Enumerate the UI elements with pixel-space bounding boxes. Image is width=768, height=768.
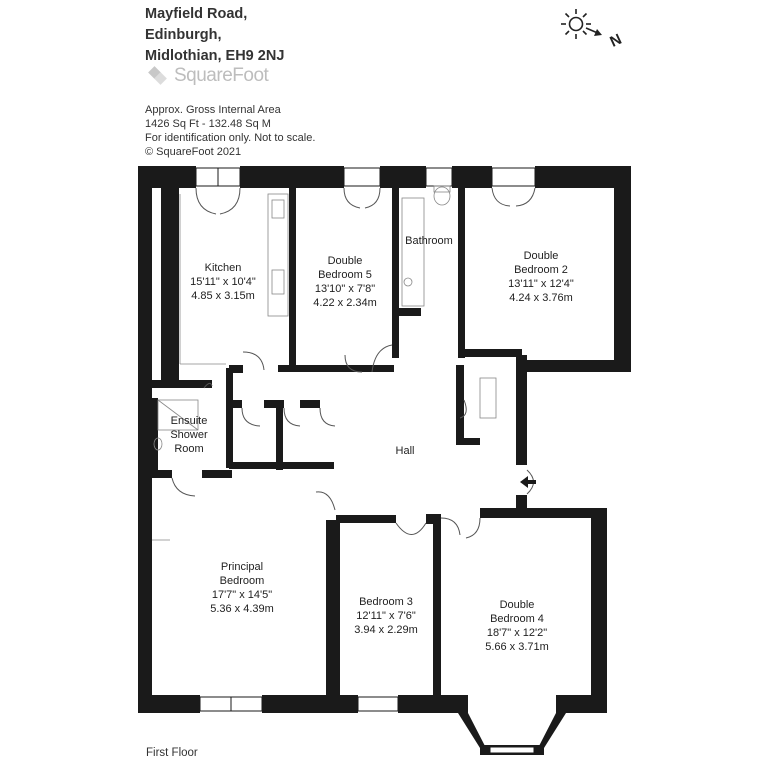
bedroom5-imperial: 13'10" x 7'8" [315,283,375,295]
fixtures [152,185,497,541]
address-line-1: Mayfield Road, [145,6,248,22]
bay-window [458,695,566,755]
compass: N [556,4,628,53]
bedroom4-metric: 5.66 x 3.71m [485,641,549,653]
floor-label: First Floor [146,747,198,759]
squarefoot-logo-icon [148,66,167,85]
kitchen-metric: 4.85 x 3.15m [191,290,255,302]
bedroom2-name-1: Double [524,250,559,262]
disclaimer: For identification only. Not to scale. [145,132,316,144]
principal-name-2: Bedroom [220,575,265,587]
area-info: Approx. Gross Internal Area 1426 Sq Ft -… [145,103,315,159]
area-value: 1426 Sq Ft - 132.48 Sq M [145,118,271,130]
bedroom4-name-1: Double [500,599,535,611]
address-line-2: Edinburgh, [145,27,222,43]
principal-name-1: Principal [221,561,263,573]
bedroom3-name: Bedroom 3 [359,596,413,608]
kitchen-imperial: 15'11" x 10'4" [190,276,256,288]
area-label: Approx. Gross Internal Area [145,104,281,116]
bedroom5-name-2: Bedroom 5 [318,269,372,281]
bedroom3-imperial: 12'11" x 7'6" [356,610,416,622]
logo-text: SquareFoot [174,65,269,86]
address-line-3: Midlothian, EH9 2NJ [145,48,285,64]
squarefoot-logo: SquareFoot [146,64,269,88]
bedroom3-metric: 3.94 x 2.29m [354,624,418,636]
bedroom2-metric: 4.24 x 3.76m [509,292,573,304]
property-address: Mayfield Road, Edinburgh, Midlothian, EH… [145,4,284,67]
bathroom-name: Bathroom [405,235,453,247]
sun-north-arrow-icon: N [561,9,624,51]
hall-name: Hall [396,445,415,457]
entrance-arrow-icon [520,476,536,488]
bedroom4-name-2: Bedroom 4 [490,613,544,625]
ensuite-name-2: Shower [170,429,208,441]
bedroom5-metric: 4.22 x 2.34m [313,297,377,309]
bedroom2-name-2: Bedroom 2 [514,264,568,276]
bedroom4-imperial: 18'7" x 12'2" [487,627,547,639]
principal-imperial: 17'7" x 14'5" [212,589,272,601]
window-mullions [217,168,232,711]
kitchen-name: Kitchen [205,262,242,274]
bedroom2-imperial: 13'11" x 12'4" [508,278,574,290]
door-swings [171,187,536,539]
copyright: © SquareFoot 2021 [145,146,242,158]
bedroom5-name-1: Double [328,255,363,267]
walls [138,166,631,713]
ensuite-name-3: Room [174,443,203,455]
principal-metric: 5.36 x 4.39m [210,603,274,615]
ensuite-name-1: Ensuite [171,415,208,427]
